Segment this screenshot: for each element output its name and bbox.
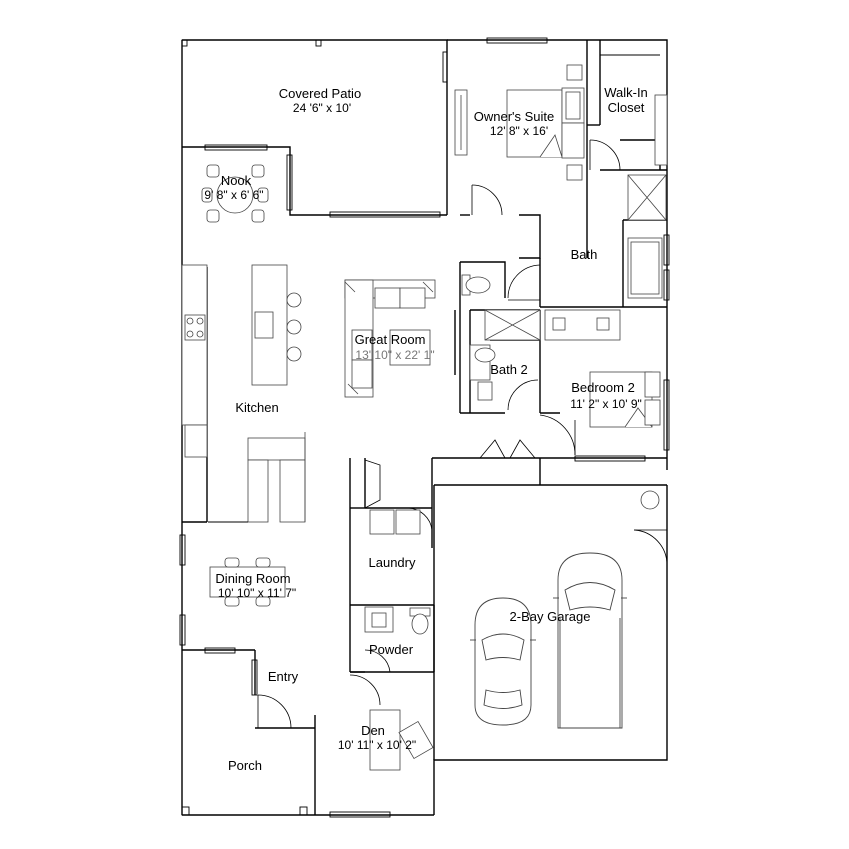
- label-bedroom-2: Bedroom 2: [571, 380, 635, 395]
- interior-walls: [182, 40, 667, 815]
- dims-great-room: 13' 10" x 22' 1": [355, 348, 434, 362]
- doors: [257, 139, 668, 729]
- label-walk-in-closet-1: Walk-In: [604, 85, 648, 100]
- dims-bedroom-2: 11' 2" x 10' 9": [570, 397, 642, 411]
- dims-den: 10' 11" x 10' 2": [338, 738, 416, 752]
- label-entry: Entry: [268, 669, 299, 684]
- label-owners-suite: Owner's Suite: [474, 109, 555, 124]
- windows: [179, 37, 670, 818]
- label-bath-2: Bath 2: [490, 362, 528, 377]
- label-great-room: Great Room: [355, 332, 426, 347]
- label-powder: Powder: [369, 642, 414, 657]
- label-kitchen: Kitchen: [235, 400, 278, 415]
- label-laundry: Laundry: [369, 555, 416, 570]
- label-walk-in-closet-2: Closet: [608, 100, 645, 115]
- label-covered-patio: Covered Patio: [279, 86, 361, 101]
- label-garage: 2-Bay Garage: [510, 609, 591, 624]
- room-labels: Covered Patio 24 '6" x 10' Owner's Suite…: [204, 85, 647, 773]
- dims-covered-patio: 24 '6" x 10': [293, 101, 351, 115]
- label-dining-room: Dining Room: [215, 571, 290, 586]
- dims-nook: 9' 8" x 6' 6": [204, 188, 263, 202]
- label-den: Den: [361, 723, 385, 738]
- label-nook: Nook: [221, 173, 252, 188]
- fixtures: [181, 54, 668, 816]
- label-bath: Bath: [571, 247, 598, 262]
- dims-dining-room: 10' 10" x 11' 7": [218, 586, 296, 600]
- dims-owners-suite: 12' 8" x 16': [490, 124, 548, 138]
- label-porch: Porch: [228, 758, 262, 773]
- garage-vehicles: [470, 552, 627, 729]
- exterior-walls: [181, 39, 668, 816]
